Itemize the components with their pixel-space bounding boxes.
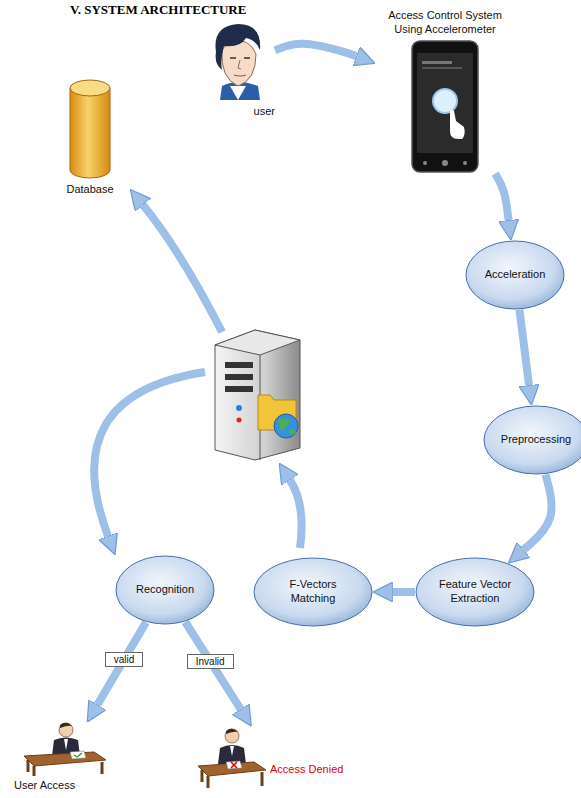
flow-arrow xyxy=(290,480,302,548)
icon xyxy=(196,726,268,788)
section-title: V. SYSTEM ARCHITECTURE xyxy=(70,2,246,18)
node-label: Access Control System Using Acceleromete… xyxy=(375,8,515,37)
phone-device: Access Control System Using Acceleromete… xyxy=(375,6,515,174)
process-ellipse: Acceleration xyxy=(465,240,565,310)
access-denied-figure: Access Denied xyxy=(196,726,346,788)
node-label: Acceleration xyxy=(485,268,546,282)
server-icon xyxy=(215,330,300,460)
flow-arrow xyxy=(524,474,552,549)
node-label: user xyxy=(254,104,275,118)
flow-arrow xyxy=(94,372,205,536)
node-label: Access Denied xyxy=(270,762,343,776)
process-ellipse: Recognition xyxy=(115,555,215,625)
node-label: F-Vectors Matching xyxy=(271,578,355,606)
flow-arrow xyxy=(519,310,529,385)
flow-arrow xyxy=(97,622,146,704)
access-granted-figure: User Access xyxy=(14,722,118,794)
node-label: Recognition xyxy=(136,583,194,597)
node-label: Feature Vector Extraction xyxy=(433,578,517,606)
edge-label: Invalid xyxy=(187,654,234,669)
flow-arrow xyxy=(185,622,240,709)
flow-arrow xyxy=(393,588,415,596)
user-figure: user xyxy=(180,20,275,120)
icon xyxy=(68,78,112,180)
database-cylinder: Database xyxy=(52,78,128,198)
node-label: Preprocessing xyxy=(501,433,571,447)
flow-arrow xyxy=(495,174,508,221)
icon xyxy=(14,722,114,776)
flow-arrow xyxy=(143,205,222,332)
edge-label: valid xyxy=(105,652,144,667)
process-ellipse: Preprocessing xyxy=(483,405,581,475)
node-label: User Access xyxy=(14,778,75,792)
process-ellipse: Feature Vector Extraction xyxy=(415,557,535,627)
icon xyxy=(410,39,480,174)
icon xyxy=(200,20,275,102)
process-ellipse: F-Vectors Matching xyxy=(253,557,373,627)
flow-arrow xyxy=(275,44,356,57)
node-label: Database xyxy=(66,182,113,196)
